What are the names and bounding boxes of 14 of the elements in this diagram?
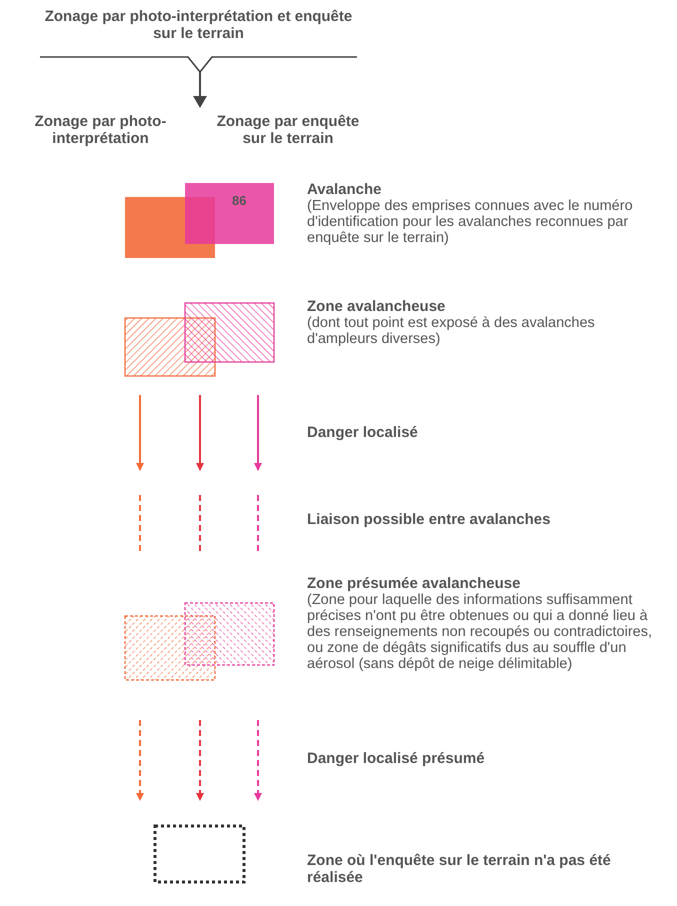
- legend-label: Zone présumée avalancheuse: [307, 575, 522, 592]
- column-heading: Zonage par photo-interprétation et enquête sur le terrain: [44, 8, 354, 42]
- column-heading: Zonage par photo-interprétation: [34, 113, 168, 147]
- callout-number: 86: [232, 192, 246, 209]
- legend-label: Danger localisé: [307, 424, 419, 441]
- legend-label: Avalanche: [307, 181, 382, 198]
- legend-label: Danger localisé présumé: [307, 750, 486, 767]
- legend-label: Zone où l'enquête sur le terrain n'a pas été réalisée: [307, 852, 612, 886]
- column-heading: Zonage par enquête sur le terrain: [216, 113, 360, 147]
- legend-description: (Zone pour laquelle des informations suffisamment précises n'ont pu être obtenues ou qui a donné lieu à des renseignements non recoupés ou contradictoires, ou zone de dégâts significatifs dus au souffle d'un aérosol (sans dépôt de neige délimitable): [307, 592, 653, 672]
- legend-description: (Enveloppe des emprises connues avec le numéro d'identification pour les avalanches reconnues par enquête sur le terrain): [307, 198, 634, 246]
- legend-description: (dont tout point est exposé à des avalanches d'ampleurs diverses): [307, 315, 596, 347]
- legend-label: Liaison possible entre avalanches: [307, 511, 552, 528]
- legend-label: Zone avalancheuse: [307, 298, 446, 315]
